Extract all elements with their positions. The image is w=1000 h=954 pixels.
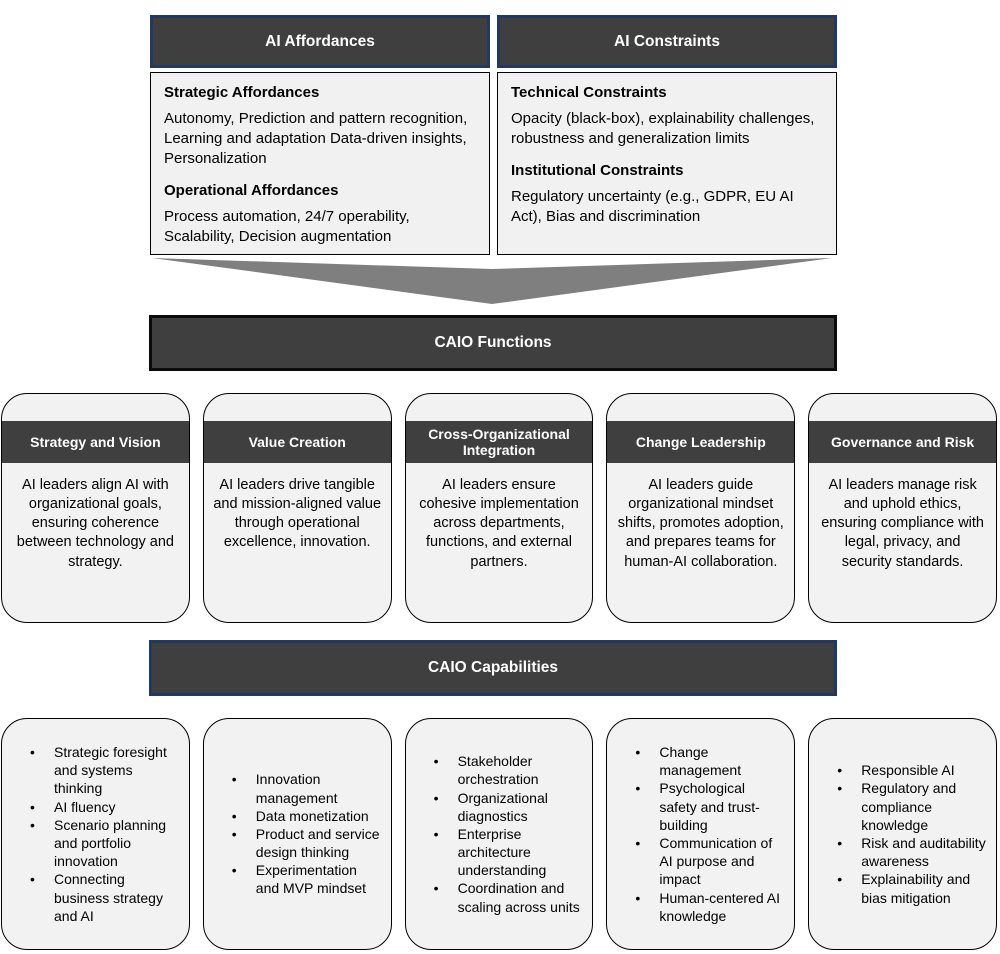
ai-constraints-title: AI Constraints bbox=[614, 32, 720, 50]
capability-item: Risk and auditability awareness bbox=[835, 834, 988, 870]
capability-item: Regulatory and compliance knowledge bbox=[835, 779, 988, 834]
function-card-cross-organizational-integration: Cross-Organizational Integration AI lead… bbox=[404, 393, 594, 623]
technical-constraints-heading: Technical Constraints bbox=[511, 84, 667, 101]
function-card-text: AI leaders guide organizational mindset … bbox=[617, 477, 784, 570]
capability-card-integration: Stakeholder orchestration Organizational… bbox=[404, 718, 594, 950]
capability-item: Data monetization bbox=[230, 807, 383, 825]
capability-item: Explainability and bias mitigation bbox=[835, 870, 988, 906]
capability-list: Responsible AI Regulatory and compliance… bbox=[813, 761, 992, 907]
capability-list: Innovation management Data monetization … bbox=[208, 770, 387, 897]
function-card-title: Value Creation bbox=[203, 421, 391, 463]
capability-item: Change management bbox=[633, 743, 786, 779]
capability-item: Communication of AI purpose and impact bbox=[633, 834, 786, 889]
capability-item: Enterprise architecture understanding bbox=[432, 825, 585, 880]
capability-item: Responsible AI bbox=[835, 761, 988, 779]
function-card-text: AI leaders manage risk and uphold ethics… bbox=[821, 477, 984, 570]
capability-item: Product and service design thinking bbox=[230, 825, 383, 861]
capability-item: Strategic foresight and systems thinking bbox=[28, 743, 181, 798]
function-card-governance-and-risk: Governance and Risk AI leaders manage ri… bbox=[808, 393, 997, 623]
function-card-value-creation: Value Creation AI leaders drive tangible… bbox=[202, 393, 392, 623]
ai-affordances-title: AI Affordances bbox=[265, 32, 375, 50]
capability-item: Experimentation and MVP mindset bbox=[230, 861, 383, 897]
capability-list: Change management Psychological safety a… bbox=[611, 743, 790, 925]
capability-item: Coordination and scaling across units bbox=[432, 879, 585, 915]
capability-item: Stakeholder orchestration bbox=[432, 752, 585, 788]
capability-item: Innovation management bbox=[230, 770, 383, 806]
capability-list: Stakeholder orchestration Organizational… bbox=[410, 752, 589, 916]
capability-card-strategy: Strategic foresight and systems thinking… bbox=[1, 718, 190, 950]
caio-capabilities-title: CAIO Capabilities bbox=[427, 659, 559, 676]
caio-functions-row: Strategy and Vision AI leaders align AI … bbox=[1, 393, 997, 623]
operational-affordances-text: Process automation, 24/7 operability, Sc… bbox=[164, 207, 410, 245]
capability-card-change: Change management Psychological safety a… bbox=[606, 718, 796, 950]
ai-constraints-content: Technical Constraints Opacity (black-box… bbox=[497, 72, 837, 255]
function-card-strategy-and-vision: Strategy and Vision AI leaders align AI … bbox=[1, 393, 190, 623]
caio-functions-title: CAIO Functions bbox=[434, 334, 552, 351]
caio-functions-banner: CAIO Functions bbox=[149, 315, 837, 371]
operational-affordances-heading: Operational Affordances bbox=[164, 181, 339, 199]
strategic-affordances-text: Autonomy, Prediction and pattern recogni… bbox=[164, 109, 468, 167]
function-card-title: Cross-Organizational Integration bbox=[405, 421, 593, 463]
merge-down-arrow-icon bbox=[152, 258, 832, 304]
institutional-constraints-heading: Institutional Constraints bbox=[511, 161, 684, 179]
function-card-text: AI leaders ensure cohesive implementatio… bbox=[419, 477, 579, 570]
capability-item: Connecting business strategy and AI bbox=[28, 870, 181, 925]
capability-card-governance: Responsible AI Regulatory and compliance… bbox=[808, 718, 997, 950]
caio-capabilities-banner: CAIO Capabilities bbox=[149, 640, 837, 696]
ai-affordances-content: Strategic Affordances Autonomy, Predicti… bbox=[150, 72, 490, 255]
function-card-title: Governance and Risk bbox=[809, 421, 996, 463]
function-card-change-leadership: Change Leadership AI leaders guide organ… bbox=[606, 393, 796, 623]
function-card-title: Strategy and Vision bbox=[2, 421, 189, 463]
caio-capabilities-row: Strategic foresight and systems thinking… bbox=[1, 718, 997, 950]
strategic-affordances-heading: Strategic Affordances bbox=[164, 84, 320, 101]
capability-card-value: Innovation management Data monetization … bbox=[202, 718, 392, 950]
technical-constraints-text: Opacity (black-box), explainability chal… bbox=[511, 109, 815, 147]
capability-item: Scenario planning and portfolio innovati… bbox=[28, 816, 181, 871]
function-card-text: AI leaders align AI with organizational … bbox=[16, 477, 174, 570]
function-card-text: AI leaders drive tangible and mission-al… bbox=[213, 477, 382, 551]
capability-item: AI fluency bbox=[28, 798, 181, 816]
capability-list: Strategic foresight and systems thinking… bbox=[6, 743, 185, 925]
function-card-title: Change Leadership bbox=[607, 421, 795, 463]
capability-item: Organizational diagnostics bbox=[432, 789, 585, 825]
ai-affordances-header: AI Affordances bbox=[150, 15, 490, 68]
ai-constraints-header: AI Constraints bbox=[497, 15, 837, 68]
capability-item: Psychological safety and trust-building bbox=[633, 779, 786, 834]
capability-item: Human-centered AI knowledge bbox=[633, 889, 786, 925]
institutional-constraints-text: Regulatory uncertainty (e.g., GDPR, EU A… bbox=[511, 187, 794, 225]
